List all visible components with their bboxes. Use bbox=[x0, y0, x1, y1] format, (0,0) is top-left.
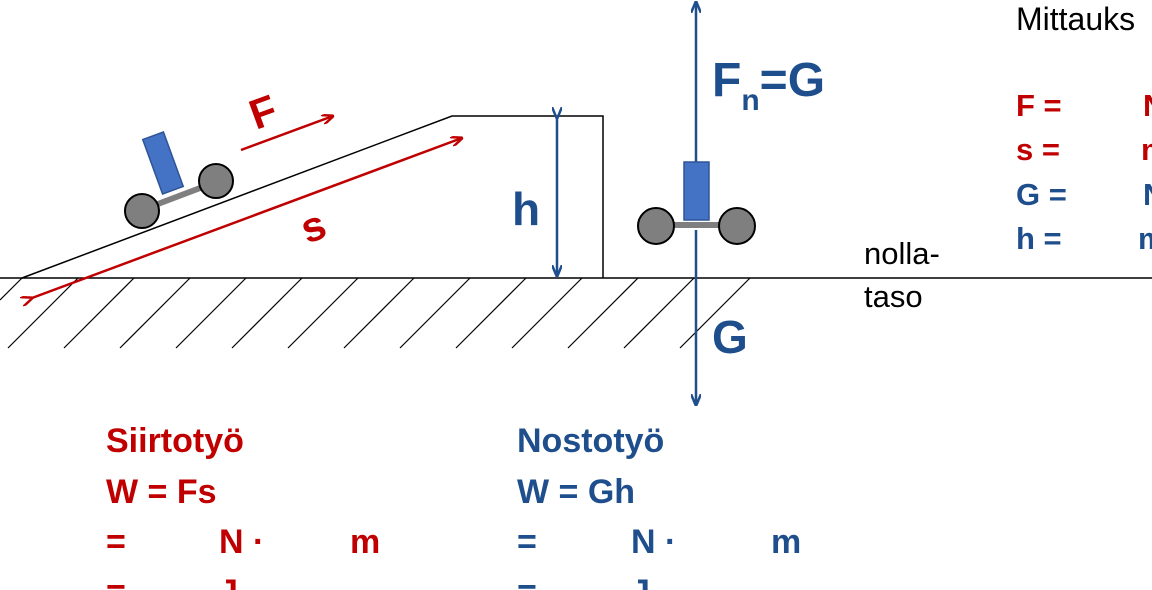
measurement-h-unit: m bbox=[1138, 221, 1152, 256]
measurement-s-unit: m bbox=[1141, 132, 1152, 167]
transfer-work-eq-1: = bbox=[106, 523, 126, 561]
normal-force-label: Fn=G bbox=[712, 54, 825, 117]
transfer-work-unit-m: m bbox=[350, 523, 380, 561]
measurement-g-unit: N bbox=[1143, 177, 1152, 212]
lift-work-unit-j: J bbox=[631, 573, 650, 590]
lift-work-formula: W = Gh bbox=[517, 473, 635, 511]
measurement-f-label: F = bbox=[1016, 88, 1062, 123]
lift-work-unit-n: N · bbox=[631, 523, 676, 561]
lift-work-eq-2: = bbox=[517, 573, 537, 590]
measurement-s-label: s = bbox=[1016, 132, 1060, 167]
measurement-g-label: G = bbox=[1016, 177, 1067, 212]
measurements-title: Mittauks bbox=[1016, 1, 1135, 37]
weight-label: G bbox=[712, 311, 748, 363]
wheel-icon bbox=[637, 207, 675, 245]
transfer-work-unit-n: N · bbox=[219, 523, 264, 561]
transfer-work-formula: W = Fs bbox=[106, 473, 217, 511]
transfer-work-title: Siirtotyö bbox=[106, 422, 244, 460]
lift-work-title: Nostotyö bbox=[517, 422, 664, 460]
wheel-icon bbox=[124, 193, 160, 229]
ground-hatching bbox=[0, 277, 751, 349]
transfer-work-eq-2: = bbox=[106, 573, 126, 590]
measurement-h-label: h = bbox=[1016, 221, 1062, 256]
transfer-work-unit-j: J bbox=[219, 573, 238, 590]
measurement-f-unit: N bbox=[1143, 88, 1152, 123]
height-label: h bbox=[512, 183, 540, 235]
zero-level-label-2: taso bbox=[864, 279, 923, 314]
wheel-icon bbox=[198, 163, 234, 199]
distance-label: s bbox=[294, 200, 332, 252]
lift-work-unit-m: m bbox=[771, 523, 801, 561]
distance-arrow bbox=[32, 138, 462, 298]
force-label: F bbox=[243, 86, 283, 139]
lift-work-eq-1: = bbox=[517, 523, 537, 561]
zero-level-label-1: nolla- bbox=[864, 236, 940, 271]
cart-standing bbox=[637, 161, 756, 245]
wheel-icon bbox=[718, 207, 756, 245]
cart-on-ramp bbox=[124, 131, 234, 229]
